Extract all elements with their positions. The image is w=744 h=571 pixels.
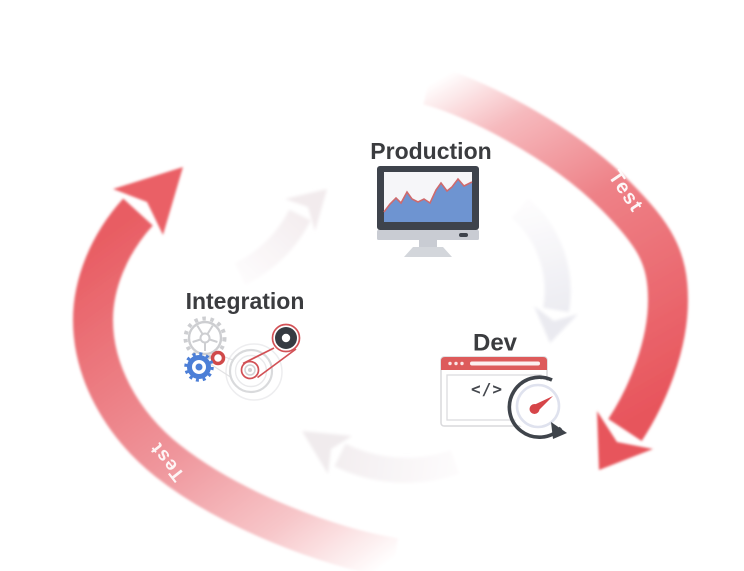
browser-address-bar bbox=[470, 361, 540, 366]
inner-arrow-production-to-dev-icon bbox=[511, 198, 578, 343]
inner-arrow-dev-to-integration-icon bbox=[302, 431, 460, 483]
browser-dot-icon bbox=[460, 361, 464, 366]
outer-arrow-right-icon bbox=[422, 65, 689, 470]
browser-dot-icon bbox=[454, 361, 458, 366]
outer-arrow-left-icon bbox=[72, 167, 399, 571]
gray-gear-icon bbox=[183, 316, 227, 360]
integration-label: Integration bbox=[186, 288, 305, 314]
large-pulley-icon bbox=[228, 348, 274, 394]
code-symbol-label: </> bbox=[471, 380, 503, 399]
outer-cycle-arrows bbox=[72, 65, 689, 571]
dev-label: Dev bbox=[473, 329, 518, 356]
inner-cycle-arrows bbox=[234, 189, 578, 483]
inner-arrow-integration-to-production-icon bbox=[234, 189, 327, 285]
monitor-area-chart-icon bbox=[377, 166, 479, 257]
node-production: Production bbox=[370, 138, 492, 257]
node-integration: Integration bbox=[183, 288, 305, 401]
blue-gear-icon bbox=[184, 352, 214, 382]
red-belt-icon bbox=[240, 323, 301, 380]
speedometer-refresh-icon bbox=[507, 375, 567, 439]
dark-pulley-icon bbox=[275, 327, 297, 349]
small-red-gear-icon bbox=[210, 350, 226, 366]
production-label: Production bbox=[370, 138, 491, 164]
browser-dot-icon bbox=[448, 361, 452, 366]
node-dev: Dev </> bbox=[440, 329, 567, 439]
gears-belt-icon bbox=[183, 316, 301, 401]
